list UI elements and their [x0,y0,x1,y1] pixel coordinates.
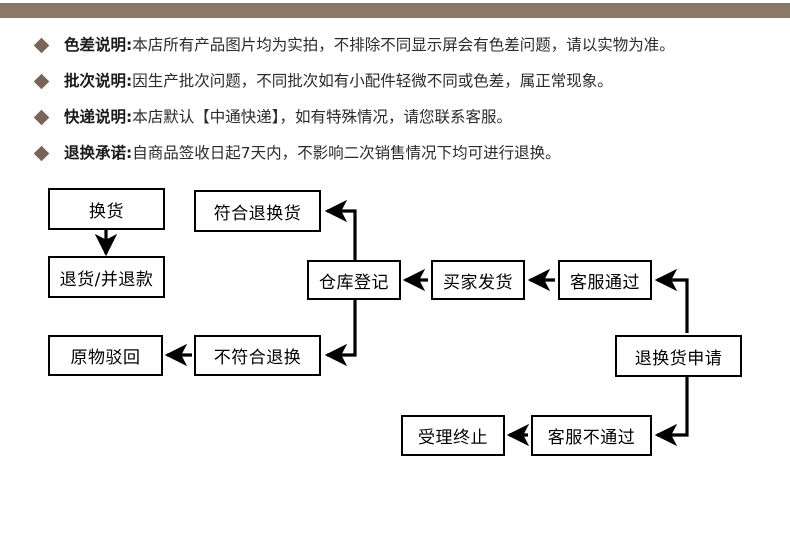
flow-node-yuanwuboihui[interactable]: 原物驳回 [48,335,163,376]
flow-node-bufuhetuihuan[interactable]: 不符合退换 [194,335,321,376]
edge-cangkudengji-to-bufuhetuihuan [324,299,357,367]
flow-node-label: 原物驳回 [70,348,141,368]
flow-node-label: 客服通过 [570,272,640,293]
flow-node-label: 客服不通过 [547,428,636,448]
flow-node-cangkudengji[interactable]: 仓库登记 [307,260,401,300]
flow-node-label: 受理终止 [418,428,488,448]
notice-label: 批次说明: [64,72,133,91]
flow-node-maijiafahuo[interactable]: 买家发货 [431,260,525,300]
notice-body: 本店所有产品图片均为实拍，不排除不同显示屏会有色差问题，请以实物为准。 [132,36,675,55]
flow-node-label: 换货 [89,201,124,222]
flow-node-kefutongguo[interactable]: 客服通过 [558,260,652,300]
edge-tuihuanhuoshenqing-to-kefutongguo [654,268,689,333]
flow-node-label: 买家发货 [443,272,513,293]
flow-node-label: 退货/并退款 [59,269,154,290]
notice-item: 色差说明:本店所有产品图片均为实拍，不排除不同显示屏会有色差问题，请以实物为准。 [0,28,790,64]
notice-text: 快递说明:本店默认【中通快递】，如有特殊情况，请您联系客服。 [34,110,512,126]
top-accent-bar [0,3,790,18]
notice-text: 色差说明:本店所有产品图片均为实拍，不排除不同显示屏会有色差问题，请以实物为准。 [34,38,675,54]
notice-label: 退换承诺: [64,144,133,163]
edge-tuihuanhuoshenqing-to-kefubutongguo [654,377,689,447]
notice-body: 因生产批次问题，不同批次如有小配件轻微不同或色差，属正常现象。 [132,72,613,91]
flow-node-fuhetuihuanhuo[interactable]: 符合退换货 [194,190,321,232]
notice-label: 色差说明: [64,36,133,55]
flow-node-huanhuo[interactable]: 换货 [48,188,165,230]
notice-label: 快递说明: [64,108,133,127]
flow-node-tuihuanhuoshenqing[interactable]: 退换货申请 [615,335,742,377]
flow-node-label: 不符合退换 [213,348,302,368]
flow-node-kefubutongguo[interactable]: 客服不通过 [531,415,652,456]
notice-body: 本店默认【中通快递】，如有特殊情况，请您联系客服。 [132,108,512,127]
flow-node-label: 符合退换货 [213,203,302,224]
notice-list: 色差说明:本店所有产品图片均为实拍，不排除不同显示屏会有色差问题，请以实物为准。… [0,28,790,172]
flow-node-label: 仓库登记 [319,272,389,293]
notice-item: 批次说明:因生产批次问题，不同批次如有小配件轻微不同或色差，属正常现象。 [0,64,790,100]
notice-text: 退换承诺:自商品签收日起7天内，不影响二次销售情况下均可进行退换。 [34,146,561,162]
flow-node-tuihuotuikuan[interactable]: 退货/并退款 [48,256,165,298]
notice-text: 批次说明:因生产批次问题，不同批次如有小配件轻微不同或色差，属正常现象。 [34,74,613,90]
flow-node-shoulizhongzhi[interactable]: 受理终止 [401,415,505,456]
notice-item: 快递说明:本店默认【中通快递】，如有特殊情况，请您联系客服。 [0,100,790,136]
edge-cangkudengji-to-fuhetuihuanhuo [324,199,357,260]
flow-node-label: 退换货申请 [634,348,723,369]
notice-item: 退换承诺:自商品签收日起7天内，不影响二次销售情况下均可进行退换。 [0,136,790,172]
notice-body: 自商品签收日起7天内，不影响二次销售情况下均可进行退换。 [132,144,561,163]
